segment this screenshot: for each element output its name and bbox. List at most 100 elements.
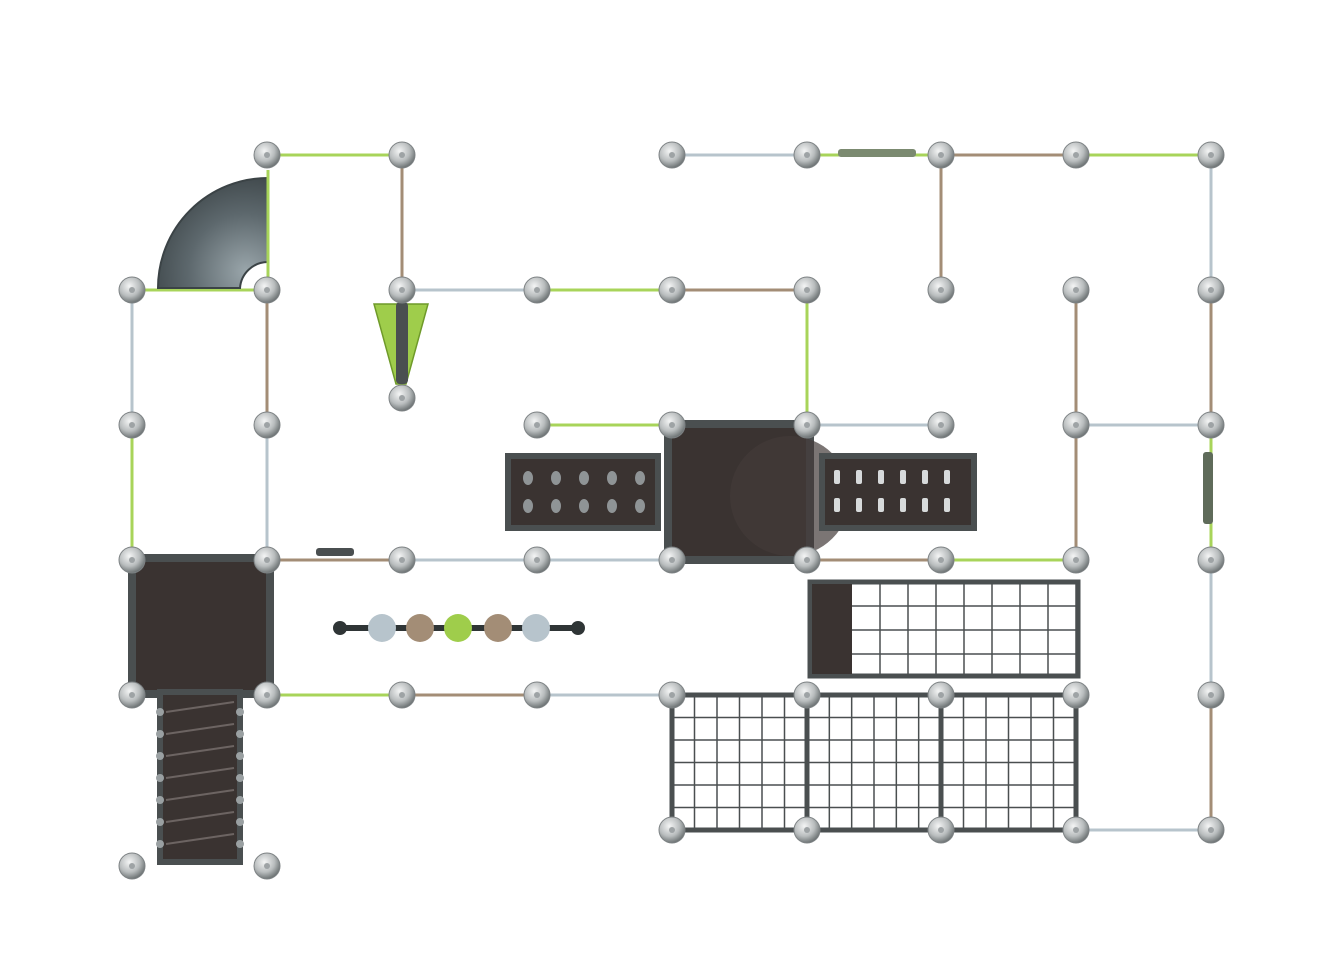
post	[253, 681, 281, 709]
net-bridge-mesh	[852, 584, 1077, 674]
deck-left	[128, 554, 274, 698]
post	[793, 411, 821, 439]
post	[658, 681, 686, 709]
climber-west-holds	[523, 471, 645, 513]
fixture-right	[1203, 452, 1213, 524]
post	[793, 681, 821, 709]
post	[1062, 411, 1090, 439]
ladder-rung	[165, 767, 235, 779]
ladder-bolt	[156, 774, 164, 782]
post	[388, 276, 416, 304]
ladder-bolt	[236, 752, 244, 760]
climbing-grip	[944, 470, 950, 484]
post	[658, 141, 686, 169]
ladder-rung	[165, 811, 235, 823]
post	[793, 816, 821, 844]
post	[927, 141, 955, 169]
post	[658, 816, 686, 844]
post	[658, 411, 686, 439]
ladder-rungs	[156, 701, 244, 848]
climbing-hold	[551, 499, 561, 513]
post	[253, 411, 281, 439]
post	[1197, 141, 1225, 169]
post	[1197, 816, 1225, 844]
post	[658, 546, 686, 574]
ladder-rung	[165, 701, 235, 713]
climbing-hold	[523, 471, 533, 485]
post	[1062, 546, 1090, 574]
net-bridge	[807, 579, 1081, 679]
post	[388, 546, 416, 574]
post	[1197, 546, 1225, 574]
ladder-bolt	[236, 730, 244, 738]
ladder-bolt	[156, 752, 164, 760]
climber-west	[505, 453, 661, 531]
ladder-bolt	[236, 818, 244, 826]
climbing-hold	[635, 471, 645, 485]
post	[253, 546, 281, 574]
pod-brown-1	[406, 614, 434, 642]
climbing-hold	[635, 499, 645, 513]
climber-east	[819, 453, 977, 531]
ladder-bolt	[156, 840, 164, 848]
post	[793, 276, 821, 304]
ladder-rung	[165, 745, 235, 757]
post	[118, 276, 146, 304]
post	[1197, 681, 1225, 709]
ladder-bolt	[156, 708, 164, 716]
pod-green	[444, 614, 472, 642]
components	[128, 149, 1213, 865]
climbing-hold	[551, 471, 561, 485]
ladder-bolt	[236, 796, 244, 804]
ladder-bolt	[236, 840, 244, 848]
ladder-bolt	[236, 774, 244, 782]
climber-east-holds	[834, 470, 950, 512]
post	[118, 411, 146, 439]
post	[1062, 681, 1090, 709]
post	[1062, 141, 1090, 169]
post	[523, 546, 551, 574]
stepping-pods	[333, 614, 585, 642]
post	[523, 681, 551, 709]
ladder-rung	[165, 723, 235, 735]
climbing-hold	[523, 499, 533, 513]
post	[118, 546, 146, 574]
posts	[118, 141, 1225, 880]
triangle-panel-rail	[396, 302, 408, 384]
post	[927, 546, 955, 574]
post	[388, 141, 416, 169]
post	[1197, 411, 1225, 439]
post	[523, 411, 551, 439]
climbing-grip	[922, 498, 928, 512]
climbing-grip	[878, 498, 884, 512]
climbing-grip	[900, 498, 906, 512]
post	[388, 384, 416, 412]
ladder-bolt	[156, 796, 164, 804]
net-climbers-bottom	[669, 692, 1079, 833]
climbing-grip	[922, 470, 928, 484]
post	[1062, 816, 1090, 844]
pod-brown-2	[484, 614, 512, 642]
post	[927, 276, 955, 304]
pod-grey-1	[368, 614, 396, 642]
post	[118, 681, 146, 709]
climbing-hold	[579, 499, 589, 513]
ladder-bolt	[156, 730, 164, 738]
net-bridge-platform	[812, 584, 852, 674]
pod-grey-2	[522, 614, 550, 642]
curved-slide	[156, 176, 269, 289]
climbing-grip	[834, 498, 840, 512]
climbing-hold	[579, 471, 589, 485]
climbing-hold	[607, 499, 617, 513]
climbing-grip	[878, 470, 884, 484]
fixture-small	[316, 548, 354, 556]
climbing-grip	[944, 498, 950, 512]
post	[793, 546, 821, 574]
post	[1197, 276, 1225, 304]
ladder-bolt	[156, 818, 164, 826]
climbing-hold	[607, 471, 617, 485]
post	[253, 276, 281, 304]
post	[523, 276, 551, 304]
post	[253, 852, 281, 880]
